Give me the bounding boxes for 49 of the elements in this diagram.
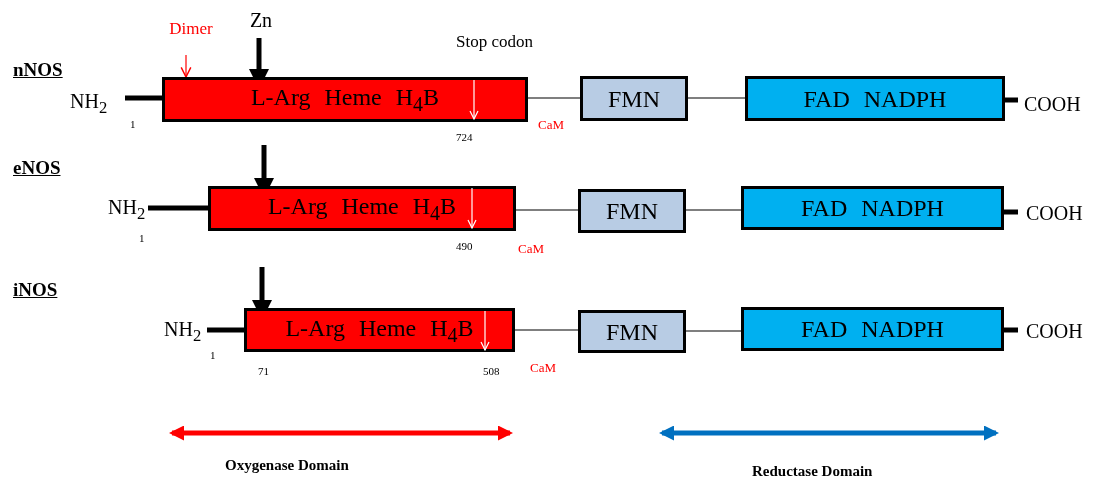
domain-label: L-Arg Heme H$_{4}$B — [250, 85, 440, 114]
residue-number: 490 — [456, 241, 473, 252]
domain-label: FAD NADPH — [801, 196, 944, 220]
connector-line — [685, 209, 742, 211]
binding-site-label: CaM — [530, 361, 556, 374]
terminus-label: NH$_{2}$ — [164, 319, 202, 345]
connector-line — [687, 97, 746, 99]
binding-site-label: CaM — [518, 242, 544, 255]
annotation-label: Dimer — [166, 16, 216, 40]
isoform-label: iNOS — [13, 280, 58, 299]
terminus-label: NH$_{2}$ — [70, 91, 108, 117]
connector-line — [527, 97, 581, 99]
domain-box — [208, 186, 516, 231]
domain-box — [580, 76, 688, 121]
connector-line — [685, 330, 742, 332]
domain-box — [244, 308, 515, 352]
annotation-label: Stop codon — [456, 33, 533, 50]
residue-number: 1 — [130, 119, 136, 130]
residue-number: 508 — [483, 366, 500, 377]
domain-label: FMN — [608, 86, 660, 111]
connector-line — [514, 329, 579, 331]
domain-label: FAD NADPH — [803, 86, 947, 111]
domain-box — [741, 307, 1004, 351]
domain-label: Reductase Domain — [752, 464, 873, 479]
domain-box — [162, 77, 528, 122]
domain-label: Oxygenase Domain — [225, 458, 349, 473]
domain-box — [745, 76, 1005, 121]
terminus-label: COOH — [1026, 321, 1083, 341]
domain-label: FMN — [606, 319, 658, 344]
domain-box — [578, 310, 686, 353]
residue-number: 724 — [456, 132, 473, 143]
residue-number: 71 — [258, 366, 269, 377]
isoform-label: nNOS — [13, 60, 63, 79]
terminus-label: COOH — [1026, 203, 1083, 223]
residue-number: 1 — [139, 233, 145, 244]
arrow — [180, 54, 192, 78]
domain-box — [741, 186, 1004, 230]
terminus-label: COOH — [1024, 94, 1081, 114]
domain-label: L-Arg Heme H$_{4}$B — [285, 315, 474, 345]
domain-box — [578, 189, 686, 233]
connector-line — [515, 209, 579, 211]
annotation-label: Zn — [244, 8, 278, 32]
isoform-label: eNOS — [13, 158, 61, 177]
domain-label: FAD NADPH — [801, 317, 944, 341]
domain-label: L-Arg Heme H$_{4}$B — [267, 194, 457, 223]
residue-number: 1 — [210, 350, 216, 361]
binding-site-label: CaM — [538, 118, 564, 131]
domain-label: FMN — [606, 199, 658, 223]
terminus-label: NH$_{2}$ — [108, 197, 146, 223]
